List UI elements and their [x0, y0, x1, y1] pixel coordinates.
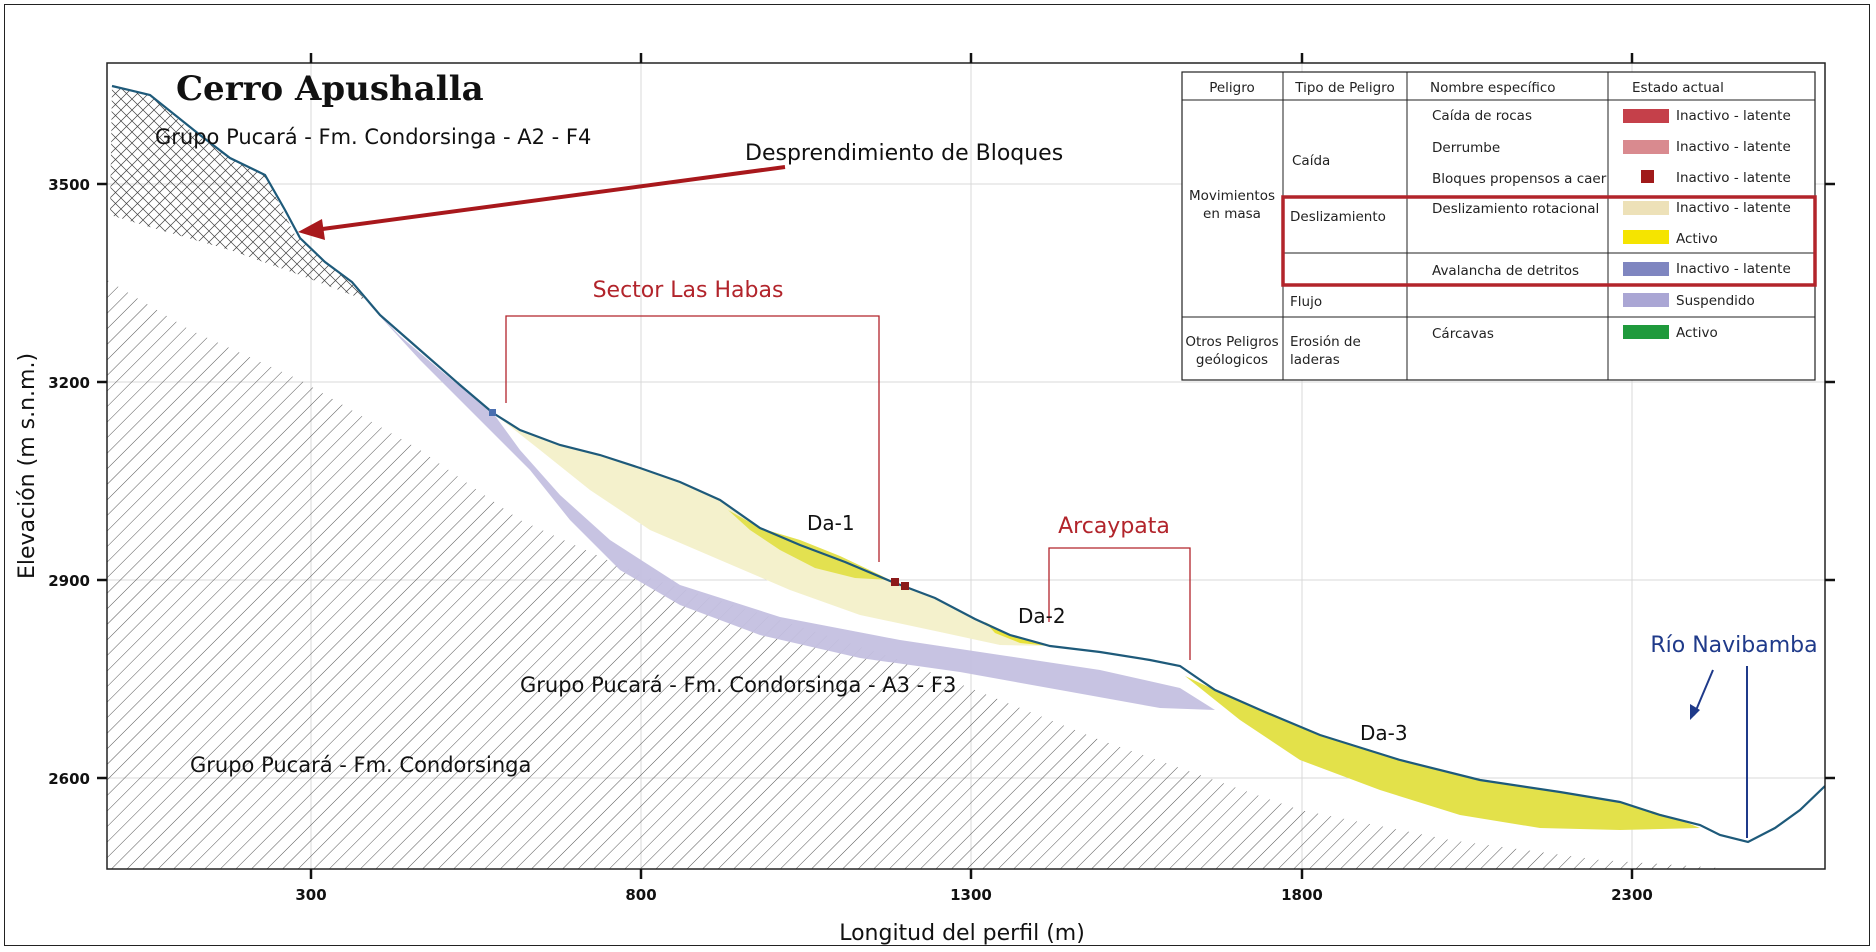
da2-label: Da-2	[1018, 604, 1066, 628]
arcaypata-bracket	[1048, 547, 1191, 660]
legend-peligro-otros: geólogicos	[1196, 352, 1268, 368]
x-axis-title: Longitud del perfil (m)	[839, 921, 1085, 946]
figure-frame	[4, 4, 1870, 946]
legend-tipo-erosion: laderas	[1290, 352, 1340, 368]
swatch-desliz-inactivo	[1623, 201, 1669, 215]
upper-unit-crosshatch	[110, 86, 365, 300]
figure-title: Cerro Apushalla	[176, 69, 484, 109]
y-tick-label: 2600	[48, 770, 90, 788]
bedrock-hatch-area	[107, 280, 1735, 869]
da1-label: Da-1	[807, 511, 855, 535]
legend-header-estado: Estado actual	[1632, 80, 1724, 96]
legend-table: Peligro Tipo de Peligro Nombre específic…	[1181, 71, 1817, 381]
rio-navibamba-label: Río Navibamba	[1650, 633, 1817, 658]
legend-tipo-erosion: Erosión de	[1290, 334, 1361, 350]
x-tick-label: 800	[625, 886, 656, 904]
axis-ticks	[97, 53, 1835, 879]
legend-estado: Inactivo - latente	[1676, 200, 1791, 216]
legend-peligro-movimientos: en masa	[1203, 206, 1261, 222]
legend-tipo-caida: Caída	[1292, 153, 1330, 169]
unit-label-upper: Grupo Pucará - Fm. Condorsinga - A2 - F4	[155, 125, 591, 149]
legend-header-peligro: Peligro	[1209, 80, 1255, 96]
block-detachment-label: Desprendimiento de Bloques	[745, 141, 1063, 166]
legend-nombre-derrumbe: Derrumbe	[1432, 140, 1500, 156]
active-landslide-da1	[728, 510, 890, 580]
legend-estado: Inactivo - latente	[1676, 170, 1791, 186]
legend-tipo-flujo: Flujo	[1290, 294, 1322, 310]
unit-label-base: Grupo Pucará - Fm. Condorsinga	[190, 753, 531, 777]
x-tick-label: 300	[295, 886, 326, 904]
legend-estado: Suspendido	[1676, 293, 1755, 309]
legend-peligro-movimientos: Movimientos	[1189, 188, 1275, 204]
block-detachment-arrowhead	[298, 219, 325, 240]
legend-estado: Inactivo - latente	[1676, 261, 1791, 277]
y-tick-label: 3200	[48, 374, 90, 392]
swatch-caida-rocas	[1623, 109, 1669, 123]
x-tick-label: 1300	[950, 886, 992, 904]
swatch-avalancha	[1623, 262, 1669, 276]
legend-nombre-carcavas: Cárcavas	[1432, 326, 1494, 342]
legend-estado: Inactivo - latente	[1676, 139, 1791, 155]
block-marker-2	[901, 582, 909, 590]
active-landslide-da3	[1185, 676, 1700, 830]
sector-las-habas-bracket	[505, 315, 880, 562]
swatch-bloques	[1641, 170, 1654, 183]
swatch-flujo	[1623, 293, 1669, 307]
sector-las-habas-label: Sector Las Habas	[593, 278, 784, 303]
legend-header-tipo: Tipo de Peligro	[1294, 80, 1394, 96]
highlight-box	[1281, 195, 1817, 287]
x-tick-label: 1800	[1281, 886, 1323, 904]
da3-label: Da-3	[1360, 721, 1408, 745]
plot-area-border	[106, 62, 1826, 870]
y-axis-title: Elevación (m s.n.m.)	[15, 353, 40, 579]
topographic-profile-line	[111, 84, 1825, 844]
legend-estado: Activo	[1676, 325, 1718, 341]
legend-nombre-caida-rocas: Caída de rocas	[1432, 108, 1532, 124]
swatch-carcavas	[1623, 325, 1669, 339]
unit-label-middle: Grupo Pucará - Fm. Condorsinga - A3 - F3	[520, 673, 956, 697]
swatch-derrumbe	[1623, 140, 1669, 154]
scarp-marker	[489, 409, 496, 416]
legend-peligro-otros: Otros Peligros	[1185, 334, 1278, 350]
flow-deposit-suspended	[365, 300, 1215, 710]
river-flow-arrow-shaft	[1693, 669, 1714, 716]
x-tick-label: 2300	[1611, 886, 1653, 904]
landslide-inactive	[493, 413, 1050, 646]
legend-estado: Inactivo - latente	[1676, 108, 1791, 124]
arcaypata-label: Arcaypata	[1058, 514, 1170, 539]
block-detachment-arrow-shaft	[314, 165, 786, 232]
active-landslide-da2	[985, 622, 1050, 646]
legend-estado: Activo	[1676, 231, 1718, 247]
y-tick-label: 2900	[48, 572, 90, 590]
legend-nombre-desliz-rot: Deslizamiento rotacional	[1432, 201, 1599, 217]
legend-nombre-avalancha: Avalancha de detritos	[1432, 263, 1579, 279]
legend-nombre-bloques: Bloques propensos a caer	[1432, 171, 1607, 187]
legend-header-nombre: Nombre específico	[1430, 80, 1556, 96]
river-flow-arrowhead	[1690, 704, 1700, 720]
y-tick-label: 3500	[48, 176, 90, 194]
swatch-desliz-activo	[1623, 230, 1669, 244]
legend-tipo-deslizamiento: Deslizamiento	[1290, 209, 1386, 225]
block-marker-1	[891, 578, 899, 586]
